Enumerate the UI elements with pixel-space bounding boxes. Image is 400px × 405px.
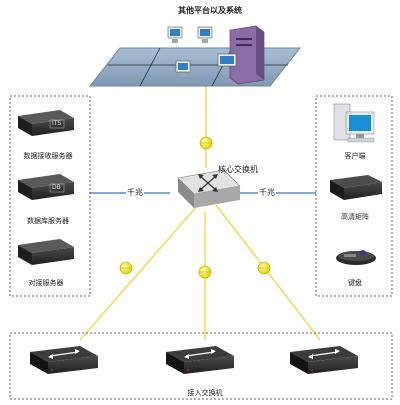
left-group-box (9, 95, 91, 297)
desktop-computer-icon (333, 103, 375, 143)
server-db-icon (18, 174, 74, 200)
link-lines (79, 82, 321, 341)
server-db-badge: DB (52, 184, 61, 191)
link-core-to-access-left (79, 204, 199, 341)
server-docking-icon (18, 239, 74, 265)
access-switch-left-icon (30, 346, 98, 374)
access-switch-label: 接入交换机 (187, 389, 223, 397)
access-switch-right-icon (290, 346, 358, 374)
core-switch-label: 核心交换机 (218, 165, 258, 174)
control-keyboard-icon (336, 250, 376, 265)
fiber-marker-left (119, 261, 133, 275)
network-pc-3 (175, 60, 191, 77)
core-switch-icon (177, 169, 241, 208)
network-plane (88, 47, 302, 87)
network-server-tower (217, 25, 265, 85)
access-switch-center-icon (166, 346, 234, 374)
keyboard-label: 键盘 (348, 279, 362, 287)
fiber-marker-center (198, 265, 212, 279)
server-its-badge: ITS (52, 120, 62, 127)
network-pc-1 (167, 26, 183, 43)
fiber-marker-top (199, 136, 213, 150)
fiber-marker-right (257, 261, 271, 275)
hd-matrix-label: 高清矩阵 (341, 213, 369, 221)
matrix-device-icon (330, 175, 382, 200)
top-network-title: 其他平台以及系统 (178, 6, 242, 15)
gigabit-left-label: 千兆 (126, 187, 144, 198)
gigabit-right-label: 千兆 (258, 187, 276, 198)
server-db-label: 数据库服务器 (27, 217, 69, 225)
network-pc-2 (197, 26, 213, 43)
fiber-markers (119, 136, 271, 279)
server-docking-label: 对接服务器 (28, 279, 64, 287)
server-its-icon (18, 110, 74, 136)
right-group-box (315, 95, 393, 297)
client-label: 客户端 (344, 152, 366, 160)
server-its-label: 数据接收服务器 (23, 152, 73, 160)
top-network (88, 25, 302, 87)
